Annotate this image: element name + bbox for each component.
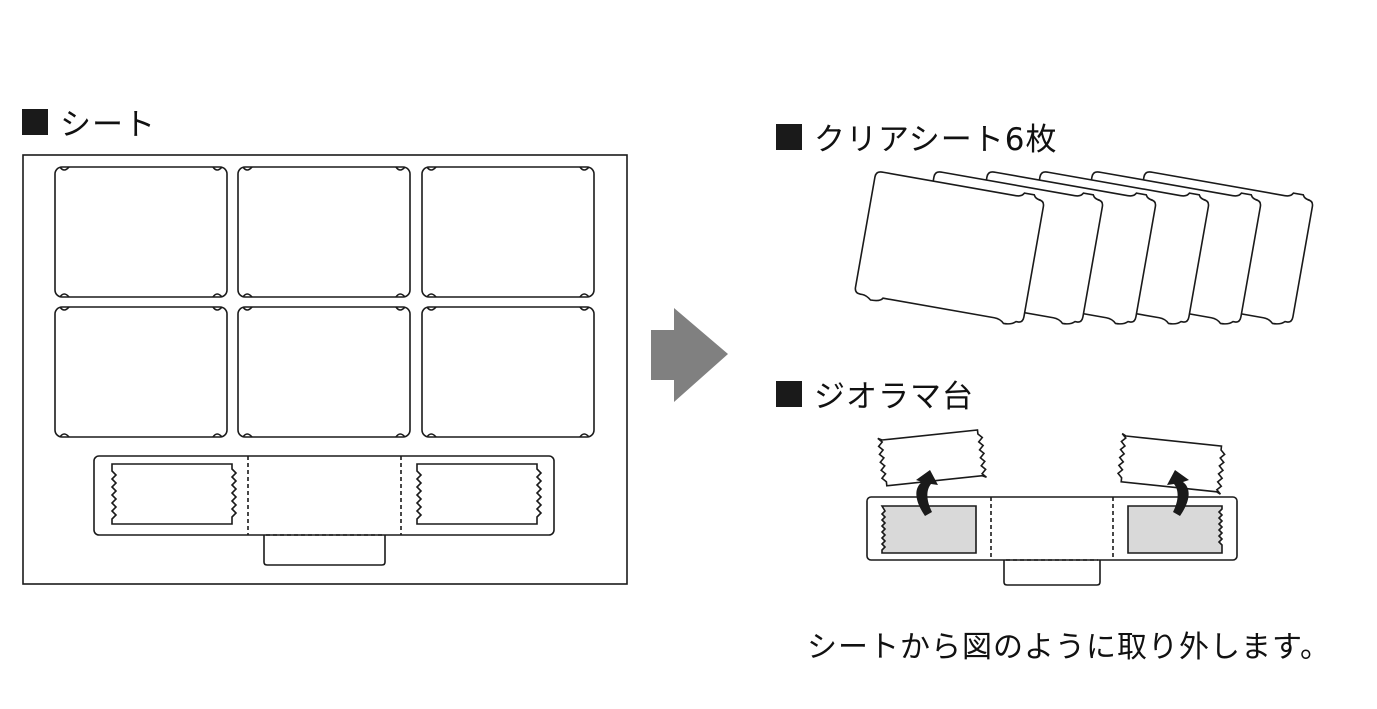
sheet-card-3 <box>421 166 595 298</box>
curved-up-arrow-icon <box>916 470 938 516</box>
heading-clear-sheets: クリアシート6枚 <box>776 114 1057 159</box>
heading-sheet-label: シート <box>60 107 156 143</box>
diorama-base-diagram <box>866 429 1238 586</box>
sheet-card-cutouts <box>54 166 595 438</box>
sheet-card-2 <box>237 166 411 298</box>
clear-sheets-stack <box>852 166 1315 328</box>
shaded-slot-left <box>880 505 977 554</box>
curved-up-arrow-icon <box>1167 470 1189 516</box>
shaded-slot-right <box>1127 505 1224 554</box>
heading-sheet: シート <box>22 99 156 144</box>
square-bullet-icon <box>22 108 48 135</box>
lifted-piece-right <box>1116 432 1226 495</box>
sheet-card-6 <box>421 306 595 438</box>
heading-diorama-base-label: ジオラマ台 <box>814 379 974 415</box>
square-bullet-icon <box>776 123 802 150</box>
curved-up-arrows <box>916 470 1189 516</box>
heading-diorama-base: ジオラマ台 <box>776 371 974 416</box>
sheet-card-5 <box>237 306 411 438</box>
lifted-piece-left <box>877 429 987 487</box>
square-bullet-icon <box>776 380 802 407</box>
right-arrow-icon <box>651 308 728 402</box>
sheet-diagram <box>22 154 628 585</box>
sheet-card-4 <box>54 306 228 438</box>
sheet-diorama-cutout <box>93 455 555 566</box>
sheet-card-1 <box>54 166 228 298</box>
heading-clear-sheets-label: クリアシート6枚 <box>814 122 1058 158</box>
instruction-caption: シートから図のように取り外します。 <box>807 630 1331 665</box>
